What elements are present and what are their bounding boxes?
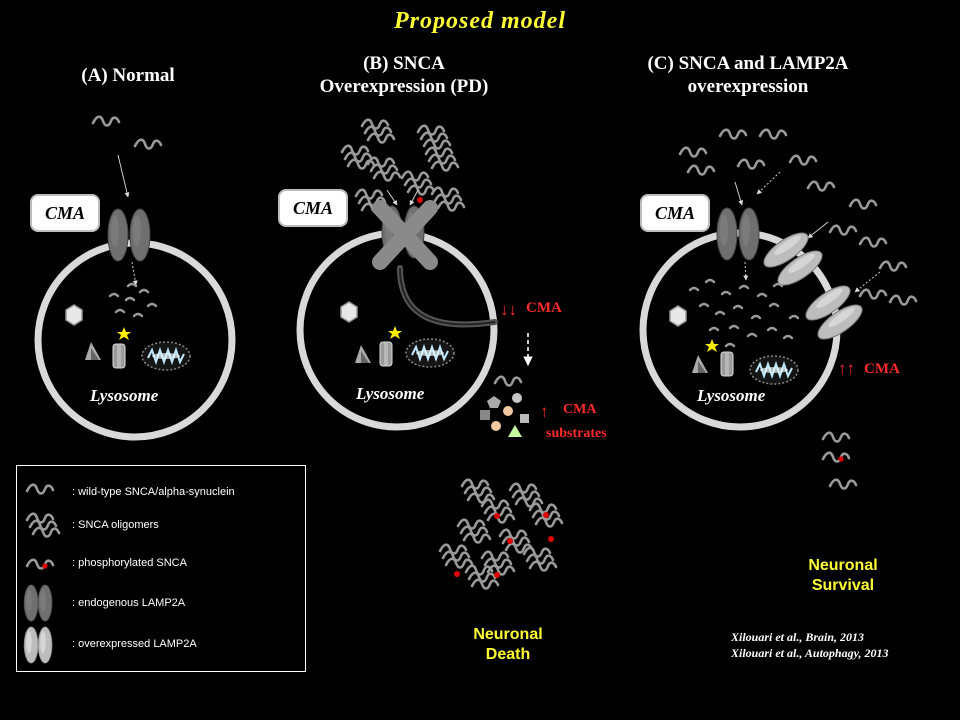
panel-b-heading-line2: Overexpression (PD): [319, 76, 489, 97]
citation-1: Xilouari et al., Brain, 2013: [731, 630, 865, 644]
legend-label-endogenous-lamp2a: : endogenous LAMP2A: [72, 597, 186, 609]
substrates-increase-arrow: ↑: [540, 402, 549, 421]
cma-label-a: CMA: [30, 194, 100, 232]
lysosome-label-c: Lysosome: [697, 386, 766, 405]
cma-increase-label: CMA: [864, 361, 900, 377]
panel-a-art: [34, 115, 236, 441]
page-title: Proposed model: [394, 8, 566, 34]
legend-label-phosphorylated: : phosphorylated SNCA: [72, 557, 187, 569]
citation-2: Xilouari et al., Autophagy, 2013: [731, 646, 889, 660]
legend: [16, 465, 306, 672]
legend-label-wild-type: : wild-type SNCA/alpha-synuclein: [72, 486, 235, 498]
panel-c-heading: (C) SNCA and LAMP2A overexpression: [620, 52, 876, 98]
snca-monomer: [133, 138, 163, 150]
lamp2a-endogenous: [107, 208, 129, 262]
snca-monomer: [91, 115, 121, 127]
lysosome-membrane-a: [34, 239, 236, 441]
blocked-cma-cross: [372, 200, 438, 270]
lamp2a-endogenous: [129, 208, 151, 262]
outcome-c: Neuronal Survival: [795, 556, 891, 596]
cma-increase-arrows: ↑↑: [838, 359, 855, 378]
panel-b-heading-line1: (B) SNCA: [363, 53, 445, 74]
substrates-label-line1: CMA: [563, 402, 597, 417]
outcome-c-line2: Survival: [811, 577, 875, 594]
legend-label-oligomers: : SNCA oligomers: [72, 519, 159, 531]
outcome-b-line2: Death: [485, 646, 531, 663]
panel-c-art: [639, 128, 918, 490]
substrates-label-line2: substrates: [546, 426, 607, 441]
outcome-c-line1: Neuronal: [808, 557, 878, 574]
lysosome-label-b: Lysosome: [356, 384, 425, 403]
panel-c-heading-line1: (C) SNCA and LAMP2A: [647, 53, 849, 74]
outcome-b-line1: Neuronal: [473, 626, 543, 643]
outcome-b: Neuronal Death: [460, 625, 556, 665]
lysosome-label-a: Lysosome: [90, 386, 159, 405]
panel-b-art: [296, 120, 562, 589]
panel-c-heading-line2: overexpression: [687, 76, 809, 97]
cma-decrease-arrows: ↓↓: [500, 300, 517, 319]
cma-decrease-label: CMA: [526, 300, 562, 316]
panel-a-heading: (A) Normal: [81, 65, 175, 86]
cma-label-b: CMA: [278, 189, 348, 227]
panel-b-heading: (B) SNCA Overexpression (PD): [290, 52, 518, 98]
cma-label-c: CMA: [640, 194, 710, 232]
legend-label-overexpressed-lamp2a: : overexpressed LAMP2A: [72, 638, 197, 650]
